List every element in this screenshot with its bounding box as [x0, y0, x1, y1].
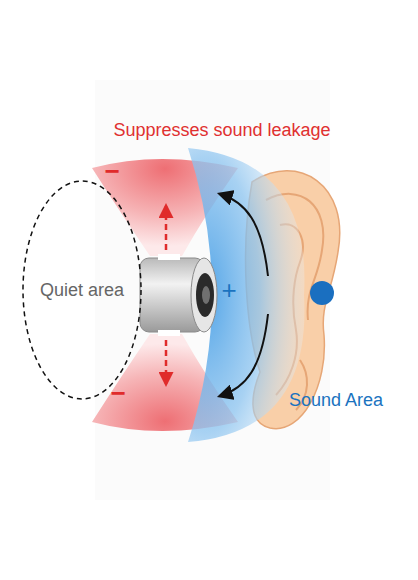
- leak-arrow: [220, 314, 268, 396]
- area-label: Sound Area: [289, 391, 383, 409]
- pressure-arrow: [165, 340, 168, 384]
- ear-canal-dot: [310, 281, 334, 305]
- polarity-sign: +: [221, 277, 236, 303]
- speaker: [140, 254, 217, 336]
- heading-label: Suppresses sound leakage: [113, 121, 330, 139]
- pressure-arrow: [165, 206, 168, 250]
- dashed-ellipse: [23, 181, 141, 399]
- band-shape: [95, 80, 330, 500]
- polarity-sign: −: [104, 158, 119, 184]
- leak-arrow: [220, 194, 268, 276]
- sound-area: [188, 148, 304, 442]
- quiet-area-ellipse: Quiet area: [21, 179, 143, 401]
- area-label: Quiet area: [40, 280, 124, 301]
